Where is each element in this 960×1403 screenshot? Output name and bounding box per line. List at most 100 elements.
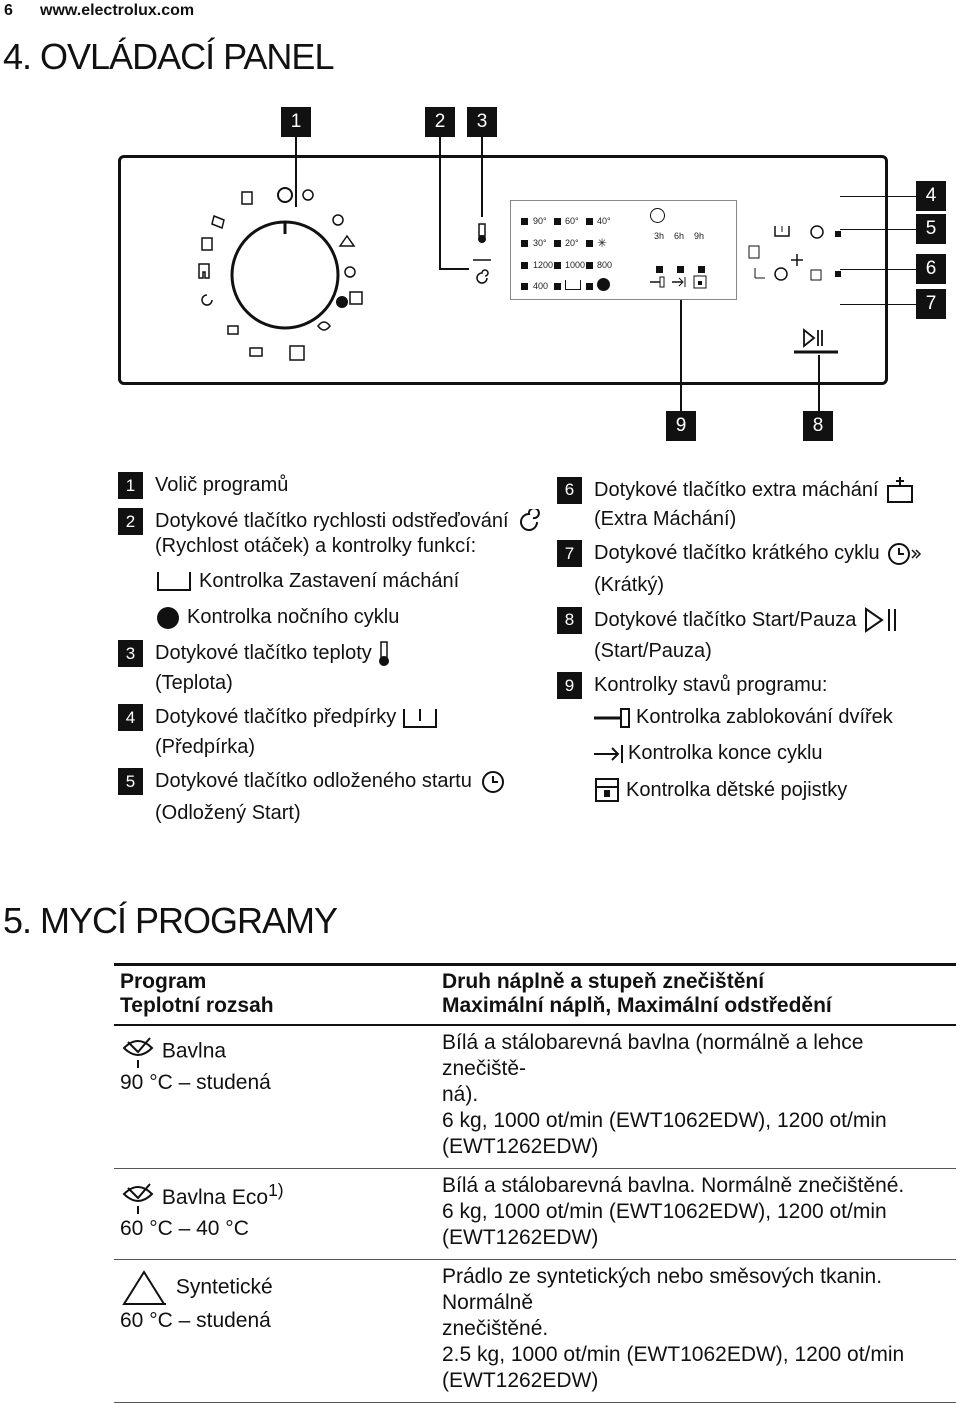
section-5-title: 5. MYCÍ PROGRAMY bbox=[3, 900, 338, 941]
load-text: Bílá a stálobarevná bavlna (normálně a l… bbox=[442, 1031, 864, 1080]
child-lock-icon bbox=[595, 778, 619, 802]
legend-item-7-cont: (Krátký) bbox=[594, 574, 664, 597]
load-text: (EWT1262EDW) bbox=[442, 1226, 599, 1249]
temperature-button-icon[interactable] bbox=[470, 222, 494, 292]
temp-indicator-dot bbox=[521, 240, 528, 247]
temp-indicator-dot bbox=[554, 240, 561, 247]
legend-item-1: 1 Volič programů bbox=[118, 472, 288, 499]
cycle-end-icon bbox=[594, 744, 623, 763]
legend-item-3-cont: (Teplota) bbox=[155, 672, 233, 695]
legend-item-6: 6 Dotykové tlačítko extra máchání bbox=[557, 476, 915, 504]
callout-4: 4 bbox=[916, 181, 946, 211]
legend-text: Kontrolka dětské pojistky bbox=[626, 778, 848, 801]
speed-800: 800 bbox=[597, 260, 613, 270]
cotton-eco-icon bbox=[122, 1183, 154, 1215]
option-buttons[interactable] bbox=[745, 218, 845, 288]
program-name: Bavlna bbox=[161, 1039, 227, 1063]
legend-text: Dotykové tlačítko předpírky bbox=[155, 706, 397, 728]
legend-text: (Předpírka) bbox=[155, 736, 256, 758]
load-text: znečištěné. bbox=[442, 1317, 549, 1340]
legend-text: (Start/Pauza) bbox=[594, 640, 712, 662]
temp-indicator-dot bbox=[586, 240, 593, 247]
temp-60: 60° bbox=[565, 216, 579, 226]
section-4-title: 4. OVLÁDACÍ PANEL bbox=[3, 36, 334, 77]
night-cycle-icon bbox=[597, 278, 610, 291]
start-pause-button[interactable] bbox=[790, 326, 840, 356]
program-name: Bavlna Eco bbox=[161, 1186, 269, 1209]
temp-indicator-dot bbox=[586, 218, 593, 225]
callout-3: 3 bbox=[467, 107, 497, 137]
speed-1200: 1200 bbox=[533, 260, 554, 270]
legend-badge: 7 bbox=[557, 540, 582, 567]
legend-item-4: 4 Dotykové tlačítko předpírky bbox=[118, 704, 438, 731]
legend-badge: 2 bbox=[118, 508, 143, 535]
legend-text: Dotykové tlačítko teploty bbox=[155, 642, 372, 664]
header-program: Program Teplotní rozsah bbox=[114, 963, 436, 1026]
legend-item-5: 5 Dotykové tlačítko odloženého startu bbox=[118, 768, 510, 795]
legend-badge: 9 bbox=[557, 672, 582, 699]
synthetics-icon bbox=[122, 1270, 166, 1305]
load-text: (EWT1262EDW) bbox=[442, 1135, 599, 1158]
load-text: 2.5 kg, 1000 ot/min (EWT1062EDW), 1200 o… bbox=[442, 1343, 905, 1366]
cotton-icon bbox=[122, 1037, 154, 1068]
extra-rinse-icon bbox=[886, 477, 913, 503]
status-dot bbox=[698, 266, 705, 273]
header-label: Teplotní rozsah bbox=[120, 994, 274, 1017]
leader-line-7 bbox=[840, 304, 916, 305]
load-text: (EWT1262EDW) bbox=[442, 1369, 599, 1392]
legend-badge: 6 bbox=[557, 476, 582, 504]
legend-badge: 8 bbox=[557, 606, 582, 634]
load-text: 6 kg, 1000 ot/min (EWT1062EDW), 1200 ot/… bbox=[442, 1200, 887, 1223]
legend-badge: 5 bbox=[118, 768, 143, 795]
speed-indicator-dot bbox=[521, 262, 528, 269]
legend-text: Dotykové tlačítko Start/Pauza bbox=[594, 608, 857, 631]
temp-indicator-dot bbox=[554, 218, 561, 225]
temp-30: 30° bbox=[533, 238, 547, 248]
legend-text: Dotykové tlačítko rychlosti odstřeďování bbox=[155, 510, 509, 532]
status-dot bbox=[677, 266, 684, 273]
start-pause-icon bbox=[865, 607, 897, 633]
prewash-icon bbox=[403, 708, 438, 728]
speed-indicator-dot bbox=[554, 262, 561, 269]
speed-1000: 1000 bbox=[565, 260, 586, 270]
temperature-range: 90 °C – studená bbox=[120, 1071, 271, 1094]
footnote-marker: 1) bbox=[268, 1180, 284, 1200]
control-panel bbox=[118, 155, 888, 385]
spin-icon bbox=[519, 508, 540, 531]
status-icons bbox=[650, 275, 707, 289]
legend-text: Kontrolka Zastavení máchání bbox=[199, 570, 460, 592]
rinse-hold-dot bbox=[554, 283, 561, 290]
header-load: Druh náplně a stupeň znečištění Maximáln… bbox=[436, 963, 956, 1026]
load-cell: Prádlo ze syntetických nebo směsových tk… bbox=[436, 1259, 956, 1403]
speed-indicator-dot bbox=[521, 283, 528, 290]
legend-item-6-cont: (Extra Máchání) bbox=[594, 508, 736, 531]
legend-text: Kontrolka konce cyklu bbox=[628, 742, 823, 764]
header-label: Program bbox=[120, 970, 207, 993]
thermometer-icon bbox=[378, 640, 389, 666]
callout-1: 1 bbox=[281, 107, 311, 137]
load-cell: Bílá a stálobarevná bavlna (normálně a l… bbox=[436, 1025, 956, 1169]
callout-2: 2 bbox=[425, 107, 455, 137]
speed-indicator-dot bbox=[586, 262, 593, 269]
callout-5: 5 bbox=[916, 214, 946, 244]
website-url: www.electrolux.com bbox=[40, 2, 195, 19]
night-cycle-icon bbox=[157, 606, 179, 629]
leader-line-2b bbox=[439, 268, 469, 270]
legend-text: (Krátký) bbox=[594, 574, 664, 596]
legend-item-2: 2 Dotykové tlačítko rychlosti odstřeďová… bbox=[118, 508, 543, 535]
legend-item-9: 9 Kontrolky stavů programu: bbox=[557, 672, 827, 699]
temperature-range: 60 °C – studená bbox=[120, 1309, 271, 1332]
header-label: Maximální náplň, Maximální odstředění bbox=[442, 994, 832, 1017]
status-dot bbox=[656, 266, 663, 273]
leader-line-1 bbox=[295, 137, 297, 207]
program-name: Syntetické bbox=[175, 1275, 273, 1299]
load-text: ná). bbox=[442, 1083, 479, 1106]
leader-line-5 bbox=[840, 229, 916, 230]
program-selector-dial[interactable] bbox=[190, 180, 380, 370]
legend-text: Kontrolka zablokování dvířek bbox=[636, 706, 893, 728]
table-row: Syntetické 60 °C – studená Prádlo ze syn… bbox=[114, 1259, 956, 1403]
callout-6: 6 bbox=[916, 254, 946, 284]
legend-item-2-cont: (Rychlost otáček) a kontrolky funkcí: bbox=[155, 535, 476, 558]
load-text: Prádlo ze syntetických nebo směsových tk… bbox=[442, 1265, 883, 1314]
legend-item-7: 7 Dotykové tlačítko krátkého cyklu bbox=[557, 540, 922, 567]
